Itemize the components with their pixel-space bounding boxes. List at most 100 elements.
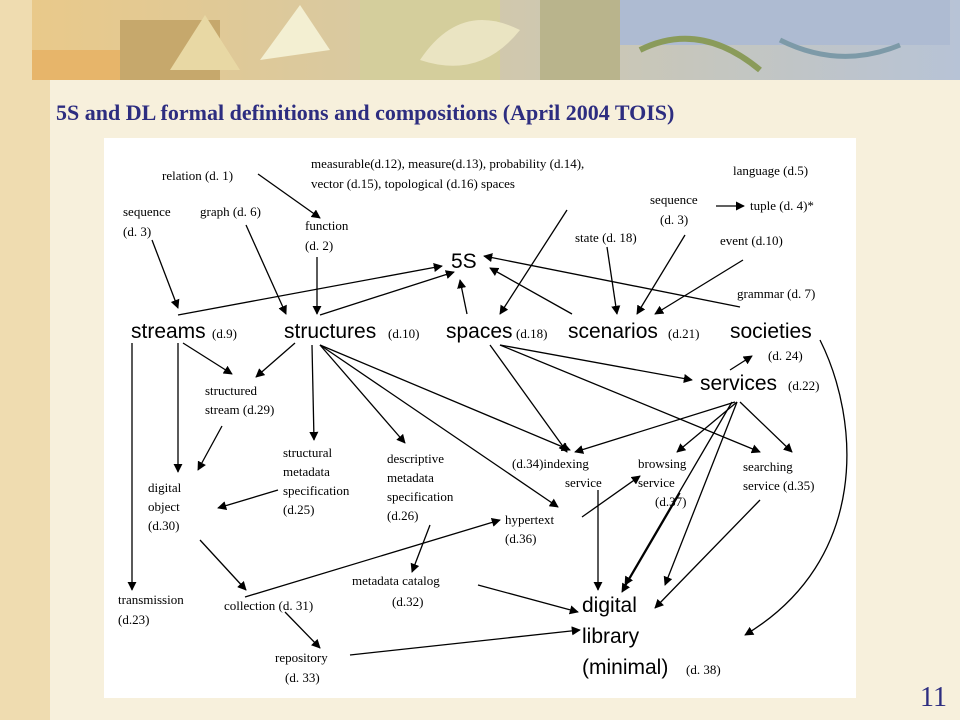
edge-spaces-indexing xyxy=(489,344,568,453)
node-searching-service: searching service (d.35) xyxy=(743,459,814,493)
svg-text:(d.34)indexing: (d.34)indexing xyxy=(512,456,589,471)
svg-text:societies: societies xyxy=(730,320,812,343)
node-structured-stream: structured stream (d.29) xyxy=(205,383,274,417)
node-browsing-service: browsing service (d.37) xyxy=(638,456,687,509)
svg-text:stream (d.29): stream (d.29) xyxy=(205,402,274,417)
svg-text:service (d.35): service (d.35) xyxy=(743,478,814,493)
node-services: services (d.22) xyxy=(700,372,819,395)
node-tuple: tuple (d. 4)* xyxy=(750,198,814,213)
edge-services-societies xyxy=(729,355,753,371)
edge-scenarios-5s xyxy=(489,267,573,315)
svg-text:scenarios: scenarios xyxy=(568,320,658,343)
node-sequence-right: sequence (d. 3) xyxy=(650,192,698,227)
edge-societies-dl xyxy=(744,339,848,636)
edge-structures-descriptive-md xyxy=(319,344,406,444)
node-structures: structures (d.10) xyxy=(284,320,419,343)
svg-text:descriptive: descriptive xyxy=(387,451,444,466)
svg-text:(d.25): (d.25) xyxy=(283,502,314,517)
svg-text:(d.30): (d.30) xyxy=(148,518,179,533)
svg-text:transmission: transmission xyxy=(118,592,184,607)
edge-streams-5s xyxy=(177,263,443,316)
edge-relation-function xyxy=(257,173,321,219)
svg-text:function: function xyxy=(305,218,349,233)
node-descriptive-metadata: descriptive metadata specification (d.26… xyxy=(387,451,454,523)
edge-structures-indexing xyxy=(319,344,571,452)
node-structural-metadata: structural metadata specification (d.25) xyxy=(283,445,350,517)
leaf-banner xyxy=(32,0,960,80)
edge-structures-5s xyxy=(319,270,455,316)
svg-text:(d.21): (d.21) xyxy=(668,326,699,341)
svg-text:sequence: sequence xyxy=(650,192,698,207)
svg-text:(d. 3): (d. 3) xyxy=(123,224,151,239)
node-grammar: grammar (d. 7) xyxy=(737,286,815,301)
svg-text:structures: structures xyxy=(284,320,376,343)
edge-repository-dl xyxy=(349,626,581,656)
svg-text:(d. 2): (d. 2) xyxy=(305,238,333,253)
edge-structural-digital-object xyxy=(217,489,279,511)
node-state: state (d. 18) xyxy=(575,230,637,245)
svg-text:(d. 24): (d. 24) xyxy=(768,348,803,363)
svg-text:(d.26): (d.26) xyxy=(387,508,418,523)
svg-text:(d. 33): (d. 33) xyxy=(285,670,320,685)
node-digital-library: digital library (minimal) (d. 38) xyxy=(582,594,721,679)
edge-descriptive-catalog xyxy=(410,524,431,573)
node-hypertext: hypertext (d.36) xyxy=(505,512,554,546)
svg-text:hypertext: hypertext xyxy=(505,512,554,527)
edge-digital-object-collection xyxy=(199,539,247,591)
svg-text:digital: digital xyxy=(582,594,637,617)
edge-searching-dl xyxy=(654,499,761,609)
svg-text:(d.36): (d.36) xyxy=(505,531,536,546)
svg-text:(d.23): (d.23) xyxy=(118,612,149,627)
node-streams: streams (d.9) xyxy=(131,320,237,343)
svg-text:repository: repository xyxy=(275,650,328,665)
edge-spaces-5s xyxy=(457,279,468,315)
edge-services-dl-b xyxy=(663,401,738,586)
edge-structures-structured xyxy=(255,342,296,378)
node-5s: 5S xyxy=(451,250,477,273)
diagram-edges xyxy=(127,173,848,656)
svg-text:spaces: spaces xyxy=(446,320,513,343)
svg-text:metadata: metadata xyxy=(387,470,434,485)
svg-text:metadata: metadata xyxy=(283,464,330,479)
edge-event-scenarios xyxy=(654,259,744,315)
svg-text:service: service xyxy=(638,475,675,490)
svg-text:services: services xyxy=(700,372,777,395)
edge-streams-structured xyxy=(182,342,233,375)
edge-collection-repository xyxy=(284,611,321,649)
svg-text:streams: streams xyxy=(131,320,206,343)
node-spaces: spaces (d.18) xyxy=(446,320,547,343)
slide-number: 11 xyxy=(920,682,947,713)
svg-text:searching: searching xyxy=(743,459,793,474)
node-metadata-catalog: metadata catalog (d.32) xyxy=(352,573,440,609)
edge-structures-structural-md xyxy=(309,344,319,441)
node-societies: societies (d. 24) xyxy=(730,320,812,363)
edge-services-searching xyxy=(739,401,793,453)
slide-title: 5S and DL formal definitions and composi… xyxy=(56,100,675,125)
edge-structures-hypertext xyxy=(319,344,559,508)
node-function: function (d. 2) xyxy=(305,218,349,253)
svg-text:library: library xyxy=(582,625,640,648)
svg-text:(d.10): (d.10) xyxy=(388,326,419,341)
edge-services-dl-a xyxy=(624,401,733,586)
svg-text:specification: specification xyxy=(387,489,454,504)
dl-definitions-diagram: 5S relation (d. 1) measurable(d.12), mea… xyxy=(118,156,848,685)
node-spaces-definitions-line2: vector (d.15), topological (d.16) spaces xyxy=(311,176,515,191)
svg-text:structured: structured xyxy=(205,383,257,398)
svg-text:(d.9): (d.9) xyxy=(212,326,237,341)
svg-text:(d. 3): (d. 3) xyxy=(660,212,688,227)
edge-seq-scenarios xyxy=(636,234,686,315)
svg-text:(d.32): (d.32) xyxy=(392,594,423,609)
edge-catalog-dl xyxy=(477,584,579,615)
edge-grammar-5s xyxy=(483,253,741,308)
node-sequence-left: sequence (d. 3) xyxy=(123,204,171,239)
svg-text:(minimal): (minimal) xyxy=(582,656,668,679)
node-relation: relation (d. 1) xyxy=(162,168,233,183)
node-collection: collection (d. 31) xyxy=(224,598,313,613)
edge-spaces-services xyxy=(499,344,693,384)
node-indexing-service: (d.34)indexing service xyxy=(512,456,602,490)
node-repository: repository (d. 33) xyxy=(275,650,328,685)
edge-collection-hypertext xyxy=(244,518,501,598)
edge-graph-structures xyxy=(245,224,287,315)
svg-text:service: service xyxy=(565,475,602,490)
